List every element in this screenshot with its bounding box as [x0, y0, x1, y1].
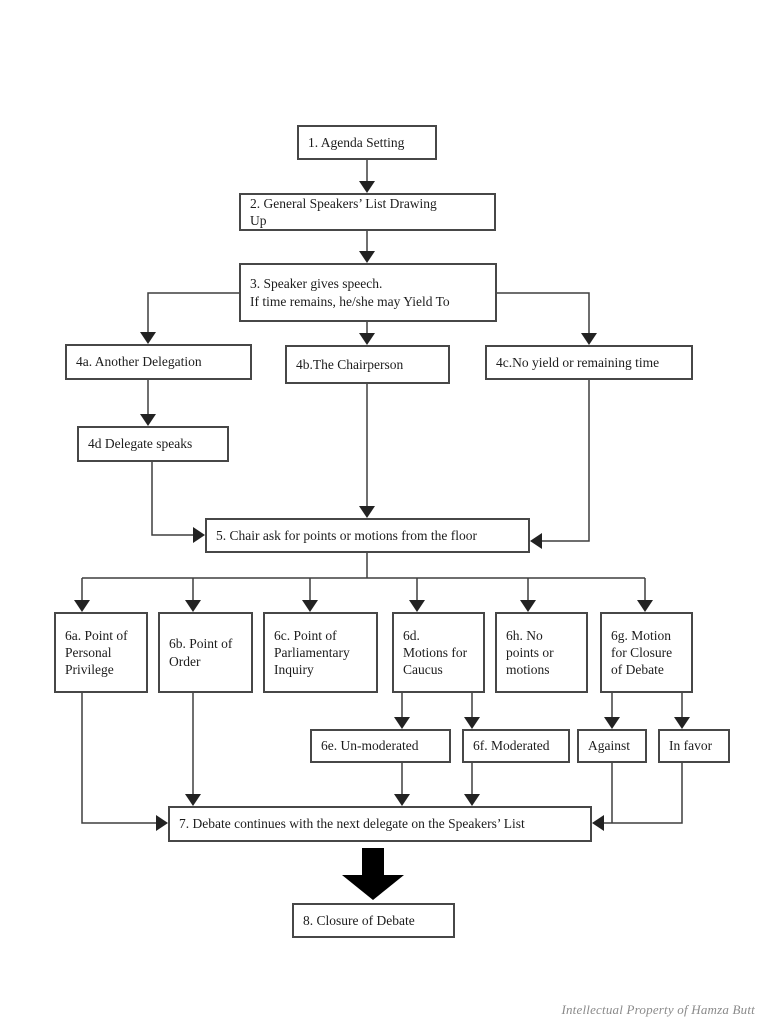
copyright-credit: Intellectual Property of Hamza Butt	[561, 1002, 755, 1017]
node-6e-unmoderated: 6e. Un-moderated	[310, 729, 451, 763]
node-3-speaker-gives-speech: 3. Speaker gives speech. If time remains…	[239, 263, 497, 322]
node-in-favor-label: In favor	[669, 738, 713, 754]
node-4a-label: 4a. Another Delegation	[76, 354, 202, 370]
node-6a-personal-privilege: 6a. Point of Personal Privilege	[54, 612, 148, 693]
node-6h-label: 6h. No points or motions	[506, 627, 554, 678]
node-4d-delegate-speaks: 4d Delegate speaks	[77, 426, 229, 462]
node-1-agenda-setting: 1. Agenda Setting	[297, 125, 437, 160]
node-2-label: 2. General Speakers’ List Drawing Up	[250, 195, 437, 228]
node-6d-motions-for-caucus: 6d. Motions for Caucus	[392, 612, 485, 693]
node-7-label: 7. Debate continues with the next delega…	[179, 816, 525, 832]
node-4b-the-chairperson: 4b.The Chairperson	[285, 345, 450, 384]
node-6b-point-of-order: 6b. Point of Order	[158, 612, 253, 693]
node-8-label: 8. Closure of Debate	[303, 912, 415, 928]
node-4c-no-yield: 4c.No yield or remaining time	[485, 345, 693, 380]
node-6f-moderated: 6f. Moderated	[462, 729, 570, 763]
big-down-arrow	[342, 848, 404, 900]
node-8-closure-of-debate: 8. Closure of Debate	[292, 903, 455, 938]
node-6g-label: 6g. Motion for Closure of Debate	[611, 627, 673, 678]
node-6c-parliamentary-inquiry: 6c. Point of Parliamentary Inquiry	[263, 612, 378, 693]
node-4c-label: 4c.No yield or remaining time	[496, 354, 660, 370]
node-6e-label: 6e. Un-moderated	[321, 738, 419, 754]
node-6b-label: 6b. Point of Order	[169, 636, 233, 669]
connector-lines	[81, 160, 683, 824]
node-6g-motion-closure-of-debate: 6g. Motion for Closure of Debate	[600, 612, 693, 693]
node-1-label: 1. Agenda Setting	[308, 134, 405, 150]
node-6a-label: 6a. Point of Personal Privilege	[65, 627, 128, 678]
node-4a-another-delegation: 4a. Another Delegation	[65, 344, 252, 380]
node-in-favor: In favor	[658, 729, 730, 763]
node-6f-label: 6f. Moderated	[473, 738, 550, 754]
node-6h-no-points-or-motions: 6h. No points or motions	[495, 612, 588, 693]
node-5-label: 5. Chair ask for points or motions from …	[216, 527, 477, 543]
arrowheads	[74, 181, 690, 831]
node-6c-label: 6c. Point of Parliamentary Inquiry	[274, 627, 350, 678]
node-3-label: 3. Speaker gives speech. If time remains…	[250, 276, 450, 309]
node-4b-label: 4b.The Chairperson	[296, 356, 404, 372]
node-against: Against	[577, 729, 647, 763]
node-2-speakers-list-drawing-up: 2. General Speakers’ List Drawing Up	[239, 193, 496, 231]
node-6d-label: 6d. Motions for Caucus	[403, 627, 468, 678]
node-7-debate-continues: 7. Debate continues with the next delega…	[168, 806, 592, 842]
node-5-chair-asks-points-motions: 5. Chair ask for points or motions from …	[205, 518, 530, 553]
node-4d-label: 4d Delegate speaks	[88, 436, 193, 452]
node-against-label: Against	[588, 738, 630, 754]
